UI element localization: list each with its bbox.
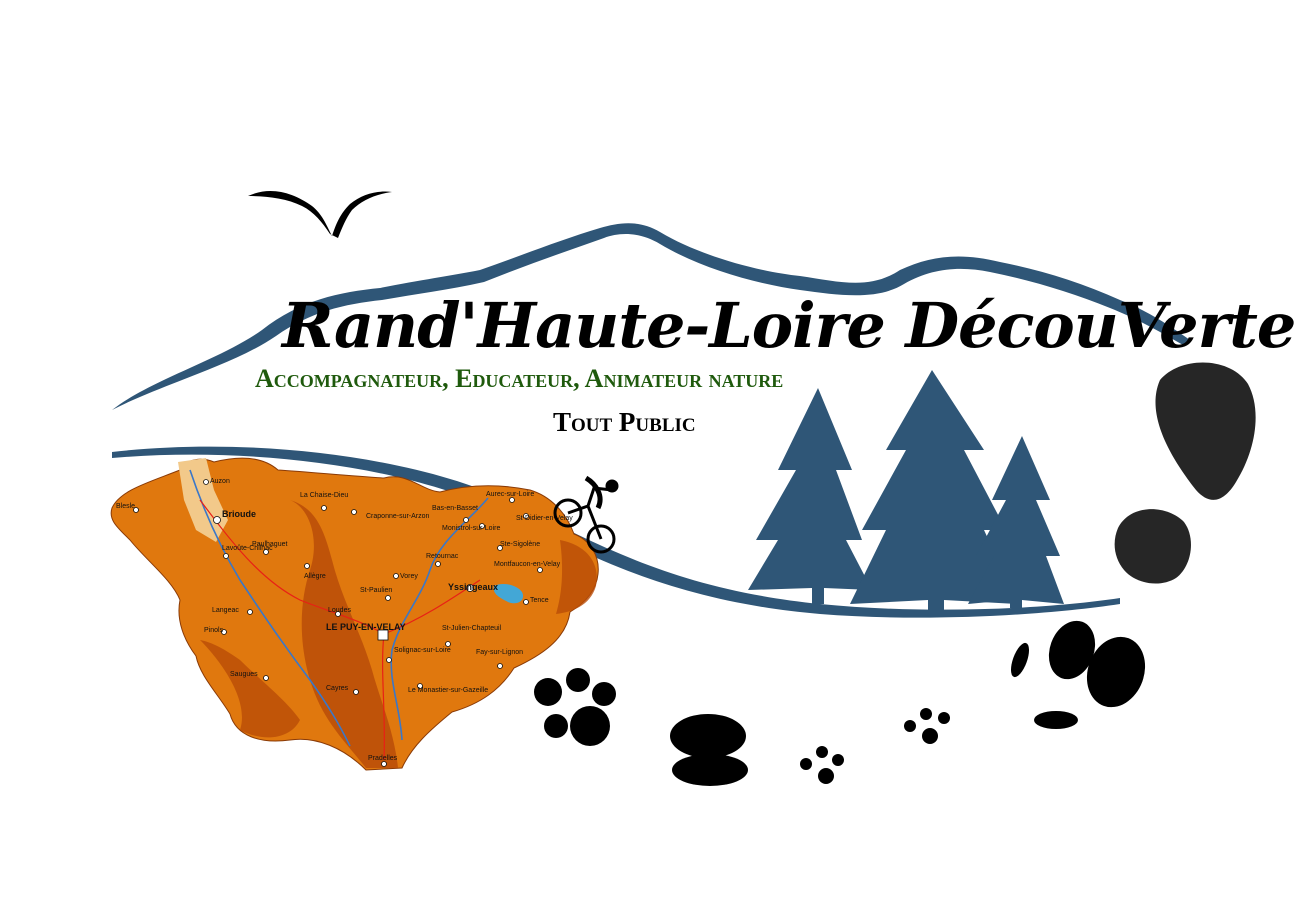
logo-subtitle: Accompagnateur, Educateur, Animateur nat… — [255, 364, 784, 393]
map-town-label: Yssingeaux — [448, 582, 498, 592]
map-town-label: Loudes — [328, 607, 351, 614]
map-town-label: Retournac — [426, 553, 459, 560]
map-town-label: St-Julien-Chapteuil — [442, 625, 502, 632]
map-town-label: Langeac — [212, 607, 239, 614]
map-town-label: Craponne-sur-Arzon — [366, 513, 430, 520]
map-town-label: Blesle — [116, 503, 135, 510]
map-town-label: Bas-en-Basset — [432, 505, 478, 512]
mountain-outline — [112, 223, 1190, 410]
map-town-label: St-Didier-en-Velay — [516, 515, 573, 522]
logo-audience: Tout Public — [553, 407, 696, 437]
map-town-label: Monistrol-sur-Loire — [442, 525, 500, 532]
mountain-biker-icon — [553, 475, 619, 554]
map-town-label: St-Paulien — [360, 587, 392, 594]
map-town-label: Le Monastier-sur-Gazeille — [408, 687, 488, 694]
pine-trees — [748, 370, 1064, 610]
map-town-label: Allègre — [304, 573, 326, 580]
map-town-label: Cayres — [326, 685, 349, 692]
map-town-label: Auzon — [210, 478, 230, 485]
animal-tracks — [534, 620, 1146, 786]
map-town-label: Saugues — [230, 671, 258, 678]
map-town-label: Aurec-sur-Loire — [486, 491, 534, 498]
map-town-label: Vorey — [400, 573, 418, 580]
boot-print-icon — [1114, 362, 1256, 584]
map-town-label: Pinols — [204, 627, 224, 634]
map-town-label: Tence — [530, 597, 549, 604]
map-town-label: Brioude — [222, 509, 256, 519]
map-town-label: Solignac-sur-Loire — [394, 647, 451, 654]
map-town-label: Lavoûte-Chilhac — [222, 545, 273, 552]
map-town-label: Fay-sur-Lignon — [476, 649, 523, 656]
logo-title: Rand'Haute-Loire DécouVerte — [282, 289, 1294, 362]
map-town-label: Ste-Sigolène — [500, 541, 540, 548]
map-town-label: LE PUY-EN-VELAY — [326, 622, 406, 632]
map-town-label: Pradelles — [368, 755, 398, 762]
bird-icon — [248, 191, 392, 238]
map-town-label: Montfaucon-en-Velay — [494, 561, 561, 568]
map-town-label: Paulhaguet — [252, 541, 287, 548]
map-town-label: La Chaise-Dieu — [300, 492, 348, 499]
